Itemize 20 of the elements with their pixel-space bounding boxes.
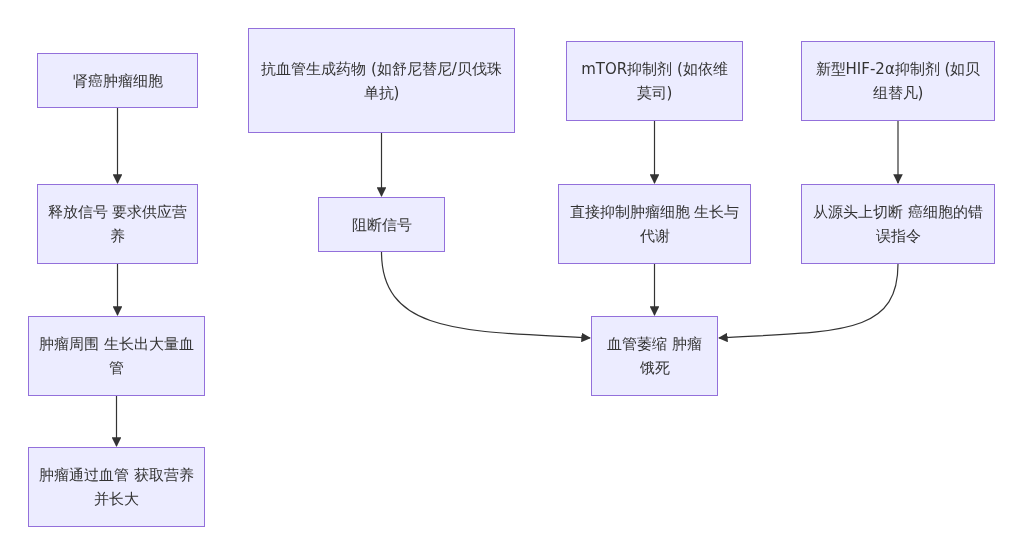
process-box: mTOR抑制剂 (如依维莫司) — [566, 41, 743, 121]
arrow — [718, 263, 899, 343]
process-box: 从源头上切断 癌细胞的错误指令 — [801, 184, 995, 264]
arrow — [893, 120, 903, 184]
arrow — [376, 132, 387, 197]
arrow — [112, 107, 123, 184]
process-box: 阻断信号 — [318, 197, 445, 252]
arrow — [380, 251, 591, 343]
arrow — [112, 263, 123, 316]
process-box: 血管萎缩 肿瘤饿死 — [591, 316, 718, 396]
arrow — [649, 263, 660, 316]
arrow — [111, 395, 122, 447]
process-box: 释放信号 要求供应营养 — [37, 184, 198, 264]
process-box: 肾癌肿瘤细胞 — [37, 53, 198, 108]
process-box: 新型HIF-2α抑制剂 (如贝组替凡) — [801, 41, 995, 121]
process-box: 直接抑制肿瘤细胞 生长与代谢 — [558, 184, 751, 264]
arrow — [649, 120, 660, 184]
process-box: 肿瘤通过血管 获取营养并长大 — [28, 447, 205, 527]
process-box: 抗血管生成药物 (如舒尼替尼/贝伐珠单抗) — [248, 28, 515, 133]
process-box: 肿瘤周围 生长出大量血管 — [28, 316, 205, 396]
